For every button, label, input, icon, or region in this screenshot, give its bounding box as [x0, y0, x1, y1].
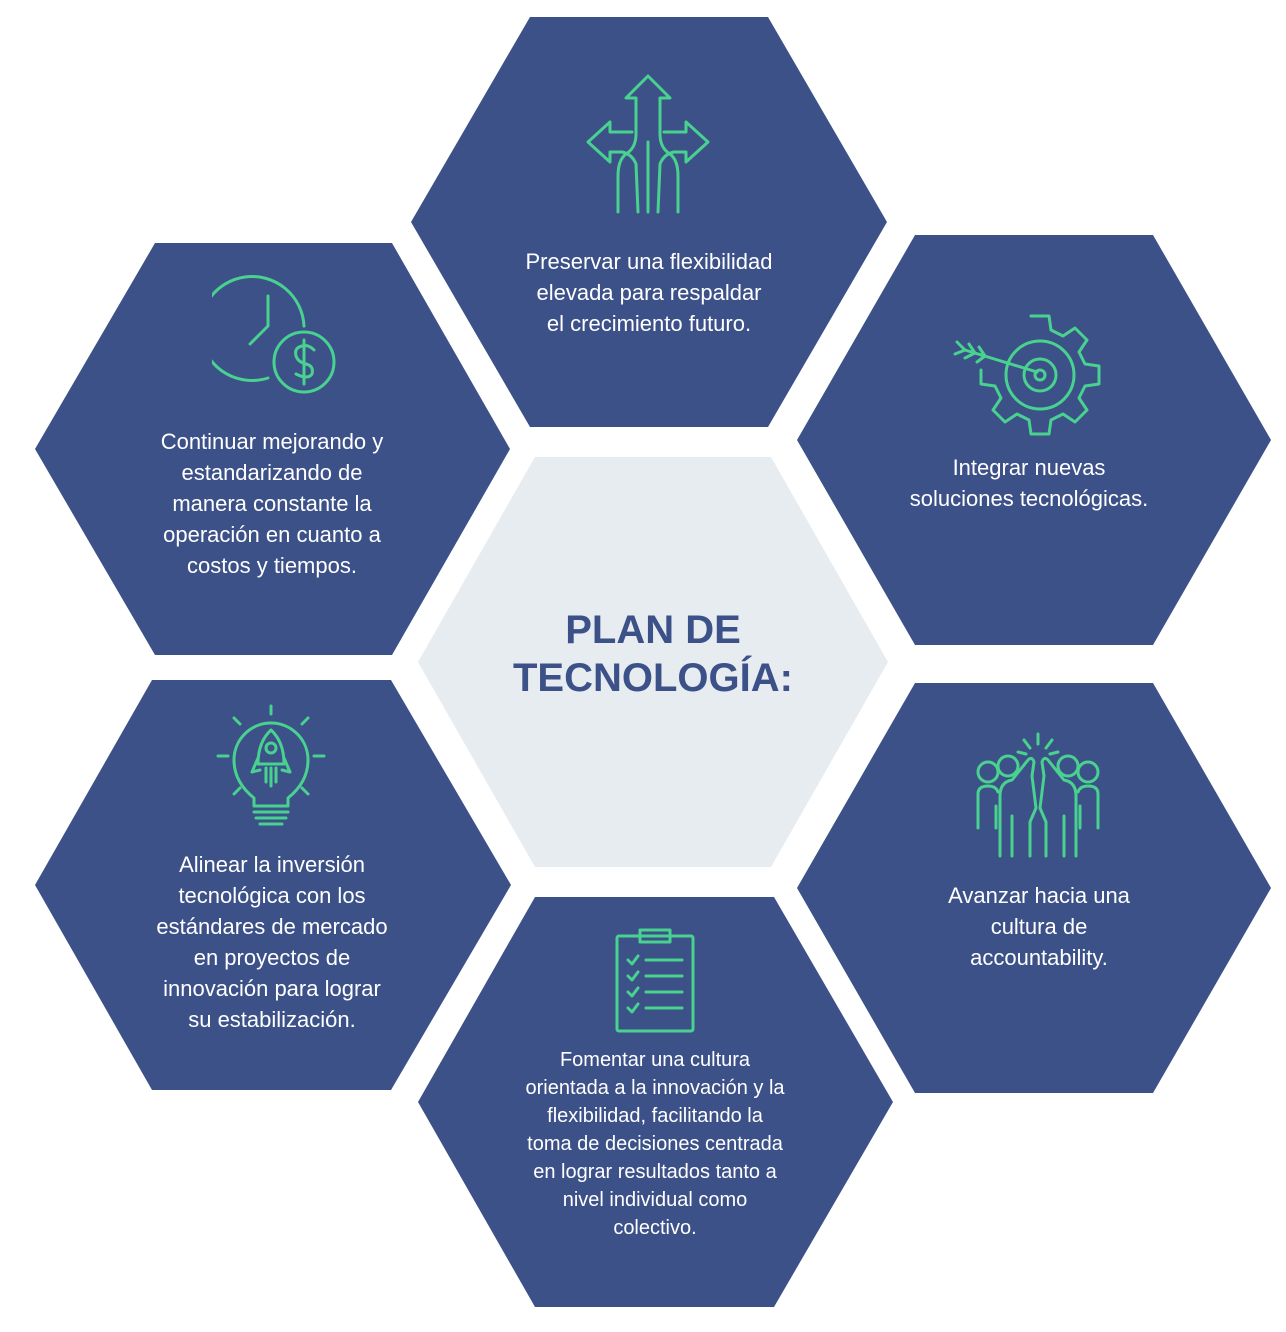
team-high-five-icon	[972, 732, 1104, 860]
gear-target-icon	[953, 312, 1103, 438]
lightbulb-rocket-icon	[214, 702, 328, 830]
hex-lower-right-text: Avanzar hacia una cultura de accountabil…	[948, 883, 1130, 970]
hex-lower-left-text: Alinear la inversión tecnológica con los…	[156, 852, 388, 1032]
hex-bottom	[418, 897, 893, 1307]
clock-dollar-icon	[212, 274, 342, 394]
arrows-diverging-icon	[582, 72, 714, 218]
center-title: PLAN DE TECNOLOGÍA:	[513, 608, 793, 700]
hex-bottom-text: Fomentar una cultura orientada a la inno…	[525, 1049, 785, 1239]
hex-lower-right	[797, 683, 1271, 1093]
clipboard-checklist-icon	[614, 926, 696, 1034]
hex-center	[418, 457, 888, 867]
hex-upper-left	[35, 243, 510, 655]
hex-upper-right	[797, 235, 1271, 645]
hex-lower-left	[35, 680, 511, 1090]
hex-upper-right-text: Integrar nuevas soluciones tecnológicas.	[909, 455, 1149, 511]
hex-top	[411, 17, 887, 427]
hex-upper-left-text: Continuar mejorando y estandarizando de …	[160, 429, 384, 578]
hex-top-text: Preservar una flexibilidad elevada para …	[525, 249, 773, 336]
